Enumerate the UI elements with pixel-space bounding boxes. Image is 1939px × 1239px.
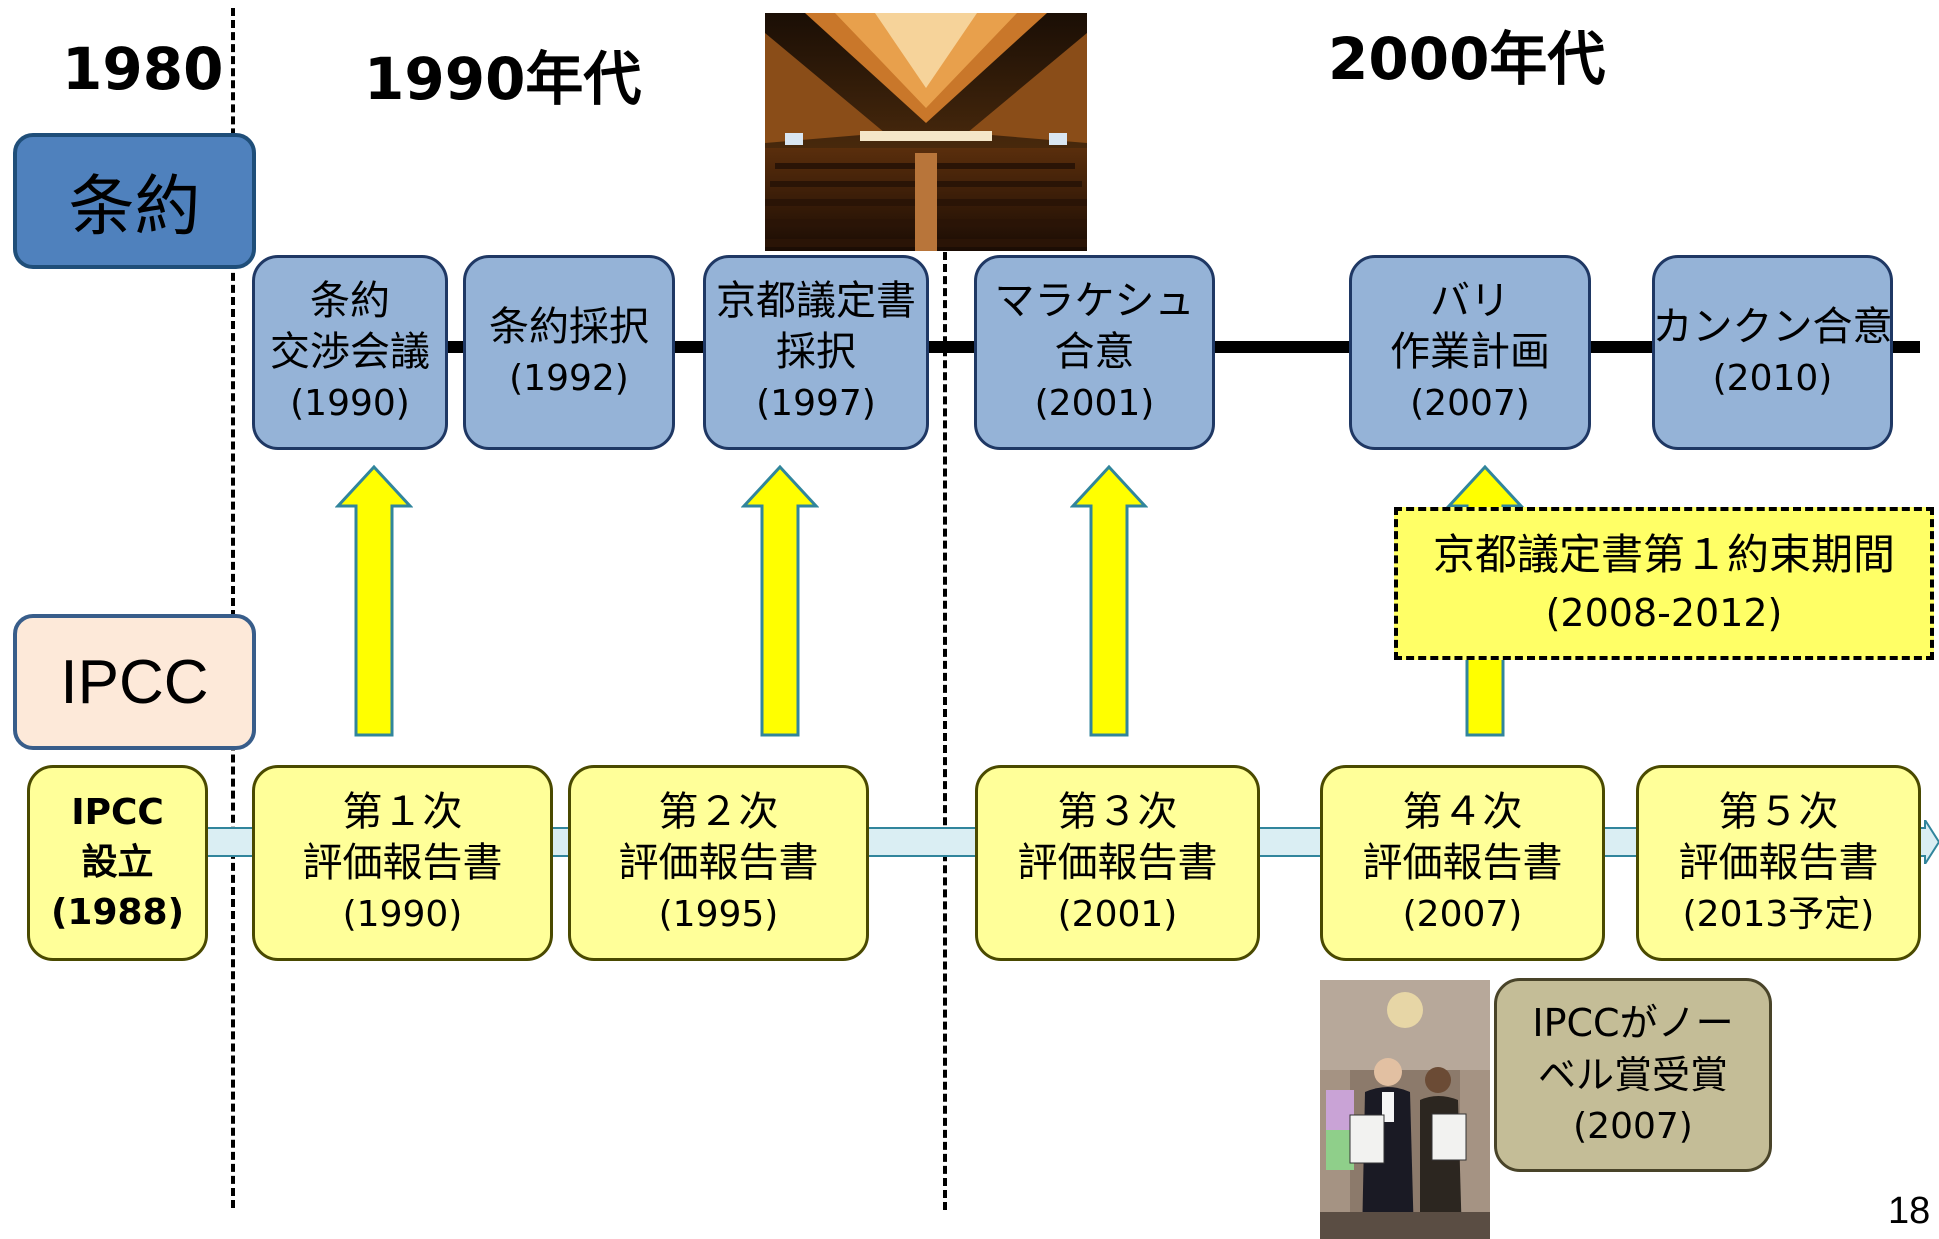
treaty-event-line2: 作業計画 (1390, 329, 1550, 375)
ipcc-event-line2: 設立 (81, 842, 154, 883)
ipcc-event-line1: IPCC (71, 792, 164, 833)
ipcc-event-line2: 評価報告書 (302, 839, 503, 886)
ipcc-founded-1988: IPCC 設立 (1988) (27, 765, 208, 961)
treaty-event-2001: マラケシュ 合意 (2001) (974, 255, 1215, 450)
up-arrow-2001 (1070, 464, 1148, 737)
page-number: 18 (1888, 1190, 1931, 1232)
treaty-event-line2: 交渉会議 (270, 329, 430, 375)
ipcc-label-text: IPCC (60, 647, 209, 717)
treaty-event-year: (2010) (1712, 357, 1833, 399)
ipcc-event-year: (2001) (1057, 893, 1178, 935)
ipcc-event-year: (1990) (342, 893, 463, 935)
conference-hall-photo (765, 13, 1087, 251)
treaty-event-line2: 合意 (1054, 329, 1135, 375)
nobel-year: (2007) (1573, 1106, 1693, 1147)
kyoto-commitment-period: 京都議定書第１約束期間 (2008-2012) (1394, 507, 1934, 660)
treaty-row-label: 条約 (13, 133, 256, 269)
treaty-label-text: 条約 (68, 168, 201, 245)
ipcc-row-label: IPCC (13, 614, 256, 750)
ipcc-event-line2: 評価報告書 (1362, 839, 1563, 886)
treaty-event-year: (1997) (756, 383, 876, 424)
ipcc-event-line1: 第５次 (1718, 788, 1839, 835)
ipcc-event-year: (2007) (1402, 893, 1523, 935)
divider-1990-2000 (943, 240, 947, 1210)
nobel-ceremony-photo (1320, 980, 1490, 1239)
divider-1980-1990 (231, 8, 235, 1208)
treaty-event-line1: バリ (1430, 278, 1510, 324)
nobel-line1: IPCCがノー (1532, 1001, 1734, 1045)
treaty-event-line1: 条約 (310, 278, 390, 324)
treaty-event-line2: 採択 (776, 329, 856, 375)
nobel-line2: ベル賞受賞 (1537, 1053, 1728, 1097)
ipcc-report-5: 第５次 評価報告書 (2013予定) (1636, 765, 1921, 961)
treaty-event-2007: バリ 作業計画 (2007) (1349, 255, 1591, 450)
up-arrow-1995 (741, 464, 819, 737)
ipcc-report-2: 第２次 評価報告書 (1995) (568, 765, 869, 961)
treaty-event-line1: マラケシュ (994, 278, 1195, 324)
era-1980: 1980 (62, 35, 224, 103)
ipcc-event-year: (1995) (658, 893, 779, 935)
treaty-event-year: (1992) (509, 357, 629, 399)
treaty-event-1992: 条約採択 (1992) (463, 255, 675, 450)
ipcc-event-line2: 評価報告書 (1017, 839, 1218, 886)
treaty-event-1997: 京都議定書 採択 (1997) (703, 255, 929, 450)
treaty-event-line1: 条約採択 (489, 303, 649, 350)
ipcc-report-1: 第１次 評価報告書 (1990) (252, 765, 553, 961)
ipcc-event-year: (2013予定) (1682, 893, 1875, 935)
treaty-event-line1: カンクン合意 (1652, 303, 1893, 350)
treaty-event-2010: カンクン合意 (2010) (1652, 255, 1893, 450)
ipcc-event-line1: 第２次 (658, 788, 779, 835)
kyoto-period-title: 京都議定書第１約束期間 (1432, 529, 1895, 579)
ipcc-report-3: 第３次 評価報告書 (2001) (975, 765, 1260, 961)
ipcc-event-line2: 評価報告書 (1678, 839, 1879, 886)
ipcc-report-4: 第４次 評価報告書 (2007) (1320, 765, 1605, 961)
treaty-event-year: (2007) (1410, 383, 1530, 424)
treaty-event-line1: 京都議定書 (716, 278, 916, 324)
treaty-event-year: (2001) (1034, 383, 1155, 424)
kyoto-period-years: (2008-2012) (1545, 590, 1783, 635)
ipcc-event-year: (1988) (50, 892, 185, 933)
ipcc-event-line1: 第１次 (342, 788, 463, 835)
treaty-event-1990: 条約 交渉会議 (1990) (252, 255, 448, 450)
era-1990s: 1990年代 (364, 45, 642, 113)
treaty-event-year: (1990) (290, 383, 410, 424)
ipcc-event-line1: 第３次 (1057, 788, 1178, 835)
ipcc-event-line1: 第４次 (1402, 788, 1523, 835)
ipcc-event-line2: 評価報告書 (618, 839, 819, 886)
era-2000s: 2000年代 (1328, 25, 1606, 93)
nobel-prize-event: IPCCがノー ベル賞受賞 (2007) (1494, 978, 1772, 1172)
up-arrow-1990 (335, 464, 413, 737)
